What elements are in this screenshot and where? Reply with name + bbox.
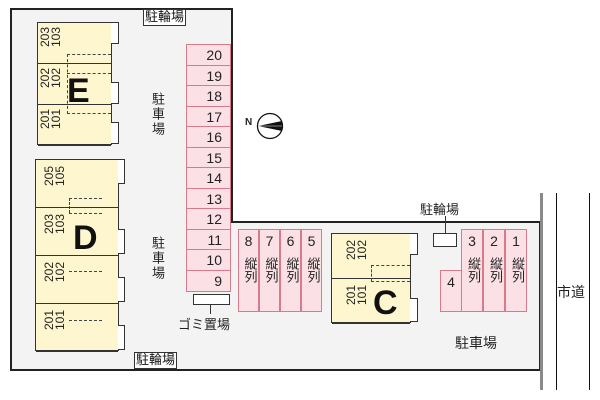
stall-number: 5 [307, 233, 316, 249]
stall-type: 縦列 [509, 257, 524, 283]
stall-type: 縦列 [487, 257, 502, 283]
building-d[interactable]: 205 105 203 103 202 102 201 101 D [35, 159, 119, 352]
unit-number-lower: 102 [355, 240, 369, 261]
building-c[interactable]: 202 102 201 101 C [331, 233, 411, 324]
garbage-area-box [193, 294, 230, 305]
stair-dashed-line [67, 113, 111, 114]
stall-number: 8 [244, 233, 253, 249]
parking-stall-3[interactable]: 3 縦列 [461, 229, 483, 312]
compass-north-label: N [245, 117, 253, 128]
unit-d-203-103[interactable]: 203 103 [36, 208, 118, 256]
bike-parking-leader-line [445, 216, 446, 233]
stall-type: 縦列 [304, 257, 320, 283]
parking-stall-5[interactable]: 5 縦列 [301, 229, 322, 312]
balcony-tab [118, 325, 125, 350]
unit-d-202-102[interactable]: 202 102 [36, 256, 118, 304]
unit-number-lower: 101 [355, 285, 369, 306]
unit-c-201-101[interactable]: 201 101 [332, 279, 410, 324]
bike-parking-top-label: 駐輪場 [143, 9, 187, 26]
parking-stall-14[interactable]: 14 [187, 168, 230, 189]
parking-stall-13[interactable]: 13 [187, 189, 230, 209]
building-e[interactable]: 203 103 202 102 201 101 E [37, 22, 112, 146]
balcony-tab [118, 159, 125, 184]
bike-parking-bottom-label: 駐輪場 [134, 352, 178, 369]
bike-parking-box [433, 233, 457, 247]
parking-label-lower: 駐車場 [149, 236, 164, 281]
stair-dashed-line [67, 54, 68, 114]
stair-dashed-line [371, 265, 410, 266]
balcony-tab [111, 82, 119, 104]
stall-type: 縦列 [283, 257, 299, 283]
parking-stall-6[interactable]: 6 縦列 [280, 229, 301, 312]
road-line-right [589, 193, 590, 390]
parking-label-upper: 駐車場 [149, 92, 164, 137]
stair-dashed-line [371, 265, 372, 281]
compass-north-icon [256, 112, 284, 140]
balcony-tab [410, 298, 418, 322]
garbage-leader-line [210, 305, 211, 314]
unit-e-203-103[interactable]: 203 103 [38, 23, 111, 64]
parking-stall-7[interactable]: 7 縦列 [259, 229, 280, 312]
stall-number: 3 [468, 233, 476, 249]
unit-number-lower: 103 [53, 214, 67, 235]
unit-e-201-101[interactable]: 201 101 [38, 105, 111, 146]
stair-dashed-line [67, 54, 111, 55]
unit-number-lower: 103 [49, 27, 63, 48]
balcony-tab [111, 22, 119, 44]
stall-number: 6 [286, 233, 295, 249]
balcony-tab [410, 233, 418, 255]
unit-e-202-102[interactable]: 202 102 [38, 64, 111, 105]
balcony-tab [111, 122, 119, 144]
stair-dashed-line [371, 281, 410, 282]
stall-number: 7 [265, 233, 274, 249]
parking-column: 20 19 18 17 16 15 14 13 12 11 10 9 [186, 44, 231, 292]
stair-dashed-line [69, 198, 70, 213]
bike-parking-right-label: 駐輪場 [420, 203, 460, 218]
balcony-tab [118, 277, 125, 302]
unit-number-lower: 101 [53, 310, 67, 331]
garbage-area-label: ゴミ置場 [178, 318, 231, 333]
unit-d-205-105[interactable]: 205 105 [36, 160, 118, 208]
parking-stall-20[interactable]: 20 [187, 45, 230, 66]
unit-number-lower: 101 [49, 109, 63, 130]
parking-stall-4[interactable]: 4 [440, 270, 462, 312]
unit-number-lower: 105 [53, 166, 67, 187]
unit-number-lower: 102 [49, 68, 63, 89]
building-letter: D [73, 219, 98, 257]
parking-stall-17[interactable]: 17 [187, 107, 230, 127]
parking-stall-1[interactable]: 1 縦列 [505, 229, 527, 312]
parking-stall-18[interactable]: 18 [187, 86, 230, 107]
parking-stall-16[interactable]: 16 [187, 127, 230, 148]
stall-type: 縦列 [465, 257, 480, 283]
stall-number: 1 [512, 233, 520, 249]
stall-number: 4 [447, 274, 455, 290]
unit-number-lower: 102 [53, 262, 67, 283]
building-letter: C [373, 284, 398, 322]
stair-dashed-line [67, 73, 111, 74]
building-letter: E [67, 72, 90, 110]
parking-stall-12[interactable]: 12 [187, 209, 230, 230]
parking-stall-19[interactable]: 19 [187, 66, 230, 86]
city-road-label: 市道 [557, 285, 585, 301]
stair-dashed-line [69, 198, 102, 199]
balcony-tab [118, 229, 125, 254]
unit-d-201-101[interactable]: 201 101 [36, 304, 118, 352]
parking-stall-2[interactable]: 2 縦列 [483, 229, 505, 312]
parking-label-bottom-right: 駐車場 [455, 336, 497, 352]
parking-stall-9[interactable]: 9 [214, 272, 222, 289]
parking-stall-11[interactable]: 11 [187, 230, 230, 250]
road-edge-line [540, 193, 543, 390]
road-line-left [556, 193, 557, 390]
stall-type: 縦列 [241, 257, 257, 283]
stall-number: 2 [490, 233, 498, 249]
parking-stall-15[interactable]: 15 [187, 148, 230, 168]
parking-stall-10[interactable]: 10 [187, 250, 230, 271]
stair-dashed-line [69, 213, 102, 214]
stall-type: 縦列 [262, 257, 278, 283]
stair-dashed-line [69, 320, 102, 321]
parking-stall-8[interactable]: 8 縦列 [238, 229, 259, 312]
stair-dashed-line [69, 271, 102, 272]
